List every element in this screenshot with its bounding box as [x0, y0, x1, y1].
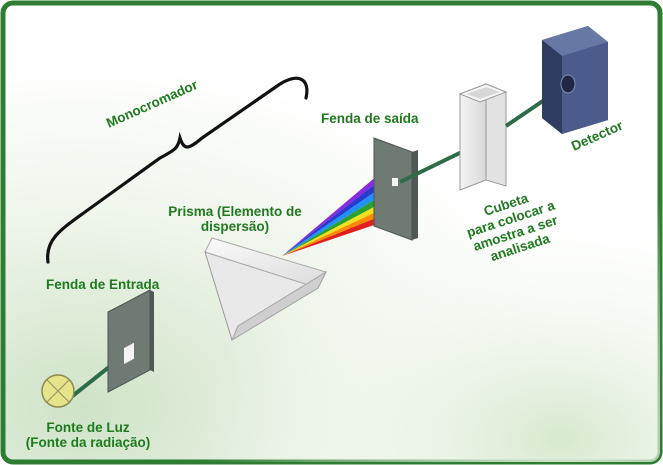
exit-beam — [399, 146, 471, 184]
detector-box — [542, 26, 608, 134]
prism — [204, 237, 328, 342]
label-light-source-line1: Fonte de Luz — [46, 420, 130, 435]
exit-slit-panel — [373, 137, 418, 241]
cuvette — [458, 83, 508, 191]
label-exit-slit: Fenda de saída — [321, 111, 419, 126]
label-light-source-line2: (Fonte da radiação) — [25, 435, 151, 450]
label-prism: Prisma (Elemento de dispersão) — [160, 204, 310, 234]
label-prism-line1: Prisma (Elemento de — [168, 204, 302, 219]
light-source-lamp — [41, 374, 75, 408]
entrance-slit-panel — [107, 289, 154, 393]
label-prism-line2: dispersão) — [200, 219, 270, 234]
label-entrance-slit: Fenda de Entrada — [46, 277, 160, 292]
label-light-source: Fonte de Luz (Fonte da radiação) — [14, 420, 162, 450]
monochromator-brace — [46, 76, 309, 264]
